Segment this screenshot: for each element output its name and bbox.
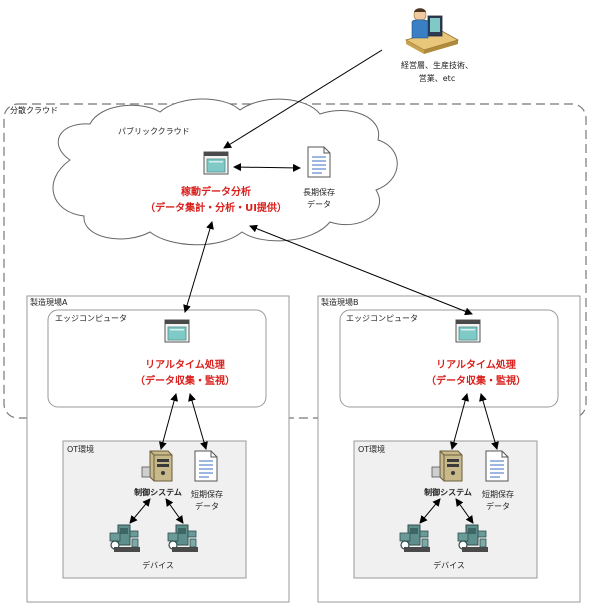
site-a-edge-app-icon xyxy=(164,319,190,343)
site-b-short-term-line2: データ xyxy=(486,501,510,511)
arrow-user-to-analytics xyxy=(223,49,383,149)
site-b-short-term-line1: 短期保存 xyxy=(482,489,514,499)
arrow-analytics-storage xyxy=(233,163,301,172)
site-a-edge-label: エッジコンピュータ xyxy=(55,314,127,323)
site-a-edge-box xyxy=(47,309,267,408)
site-b-ot-label: OT環境 xyxy=(358,444,385,454)
user-at-desk-icon xyxy=(404,8,460,54)
arrow-site-b-edge-control xyxy=(449,393,470,450)
arrow-site-a-control-device2 xyxy=(165,498,184,524)
site-b-devices-label: デバイス xyxy=(433,560,465,570)
arrow-site-a-control-device1 xyxy=(129,498,151,524)
arrow-site-b-edge-storage xyxy=(479,393,499,450)
site-b-edge-box xyxy=(339,309,559,408)
long-term-storage-line1: 長期保存 xyxy=(303,187,335,197)
analytics-app-icon xyxy=(203,151,229,175)
site-b-edge-title-line1: リアルタイム処理 xyxy=(436,358,516,371)
site-b-label: 製造現場B xyxy=(321,297,359,307)
distributed-cloud-boundary xyxy=(3,103,587,419)
analytics-title-line1: 稼動データ分析 xyxy=(181,185,251,198)
site-b-edge-title-line2: （データ収集・監視） xyxy=(426,374,526,387)
site-b-short-term-doc-icon xyxy=(485,450,509,482)
arrow-site-b-control-device2 xyxy=(455,498,474,524)
arrow-site-a-edge-control xyxy=(158,393,179,450)
arrow-site-b-control-device1 xyxy=(419,498,441,524)
site-a-short-term-line1: 短期保存 xyxy=(191,489,223,499)
site-a-devices-label: デバイス xyxy=(142,560,174,570)
site-a-short-term-line2: データ xyxy=(195,501,219,511)
site-a-short-term-doc-icon xyxy=(194,450,218,482)
site-a-edge-title-line1: リアルタイム処理 xyxy=(145,358,225,371)
user-label-line1: 経営層、生産技術、 xyxy=(401,60,473,70)
distributed-cloud-label: 分散クラウド xyxy=(10,105,58,115)
site-a-ot-label: OT環境 xyxy=(67,444,94,454)
site-a-control-label: 制御システム xyxy=(134,487,182,497)
site-b-edge-app-icon xyxy=(455,319,481,343)
long-term-storage-line2: データ xyxy=(307,199,331,209)
site-b-edge-label: エッジコンピュータ xyxy=(346,314,418,323)
long-term-storage-doc-icon xyxy=(307,146,331,178)
user-label-line2: 営業、etc xyxy=(419,73,455,83)
site-a-label: 製造現場A xyxy=(30,297,68,307)
arrow-analytics-site-b xyxy=(249,224,473,316)
public-cloud-label: パブリッククラウド xyxy=(118,126,190,136)
site-b-control-label: 制御システム xyxy=(424,487,472,497)
site-a-edge-title-line2: （データ収集・監視） xyxy=(135,374,235,387)
arrow-analytics-site-a xyxy=(183,221,214,313)
analytics-title-line2: （データ集計・分析・UI提供） xyxy=(145,201,287,214)
arrow-site-a-edge-storage xyxy=(188,393,208,450)
